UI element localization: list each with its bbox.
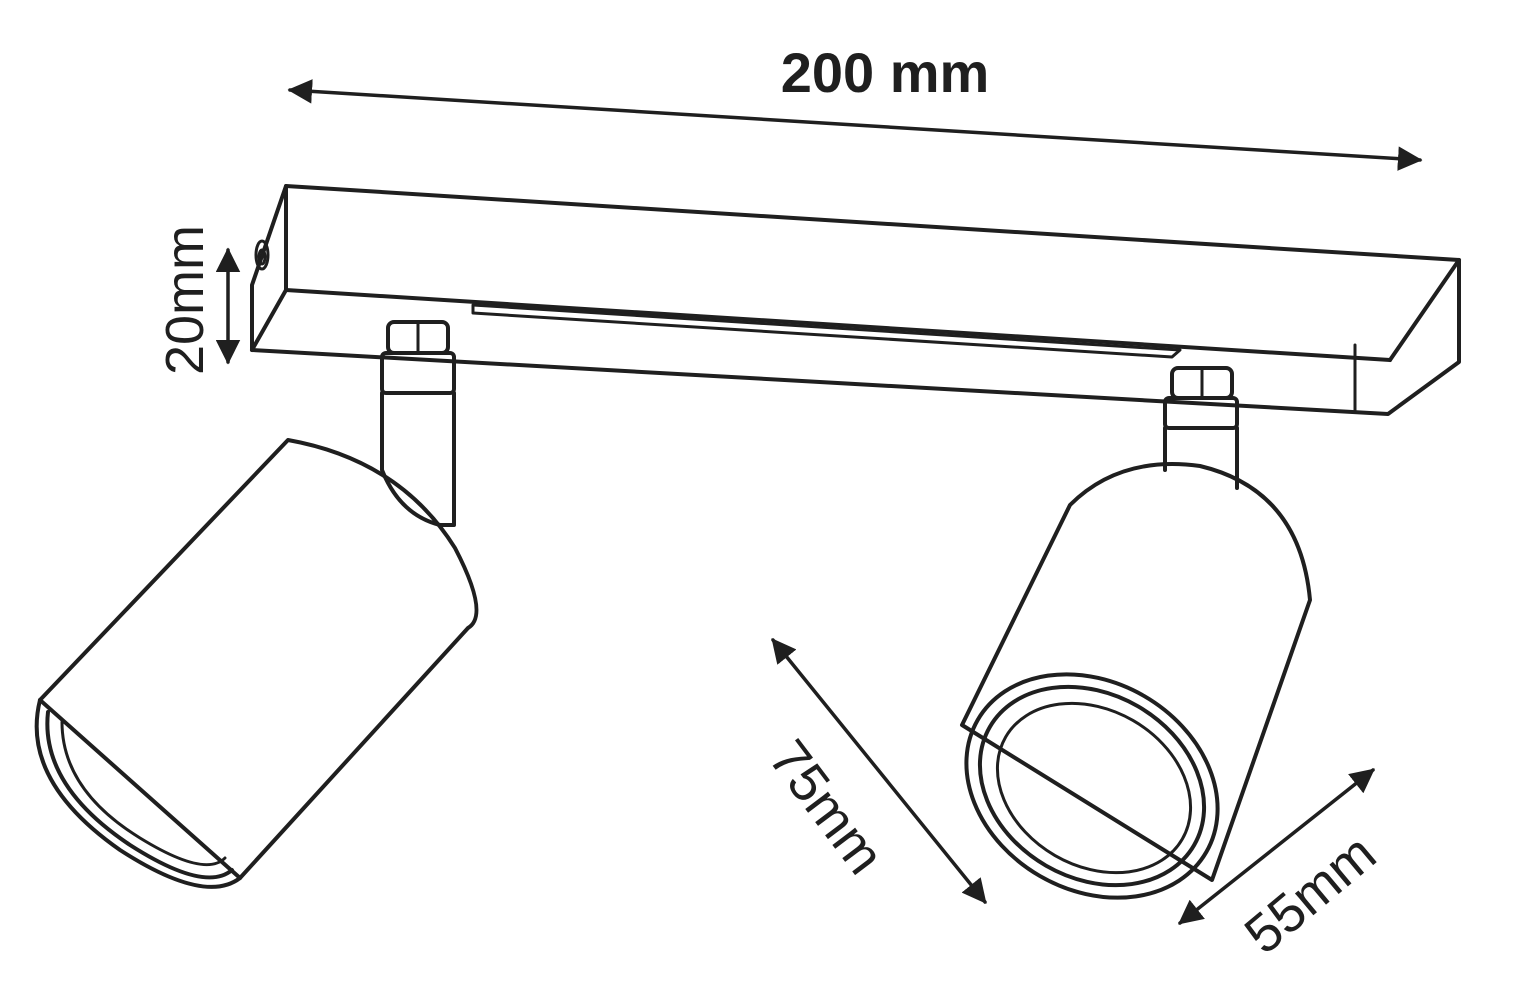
bar-left-end-edge: [250, 288, 288, 352]
bar-front-edge: [284, 288, 1392, 362]
left-stem-body: [380, 391, 456, 527]
length-label: 200 mm: [781, 41, 990, 104]
right-spotlight: [960, 366, 1312, 900]
right-lamp-rim-inner: [995, 701, 1193, 875]
mounting-bar: [250, 184, 1461, 416]
depth-dimension-arrow: [771, 638, 987, 904]
left-lamp-body: [38, 438, 479, 880]
left-lamp-rim-outer: [34, 698, 242, 889]
right-lamp-body: [960, 462, 1312, 882]
right-lamp-rim-outer: [964, 672, 1220, 900]
bar-screw-hole: [254, 239, 270, 271]
left-spotlight: [34, 320, 479, 889]
left-lamp-rim-inner: [60, 720, 227, 867]
bar-screw-hole-inner: [257, 248, 267, 266]
diameter-label: 55mm: [1234, 823, 1387, 965]
right-lamp-rim-mid: [977, 684, 1207, 888]
bar-slot: [471, 303, 1182, 359]
bar-right-end-edge: [1388, 258, 1461, 362]
diameter-dimension-arrow: [1178, 768, 1375, 925]
left-lamp-rim-mid: [45, 710, 234, 880]
depth-label: 75mm: [757, 729, 895, 885]
dimension-lines: [215, 79, 1423, 925]
height-label: 20mm: [155, 225, 215, 375]
length-dimension-arrow: [287, 79, 1423, 171]
right-stem-body: [1163, 426, 1239, 490]
